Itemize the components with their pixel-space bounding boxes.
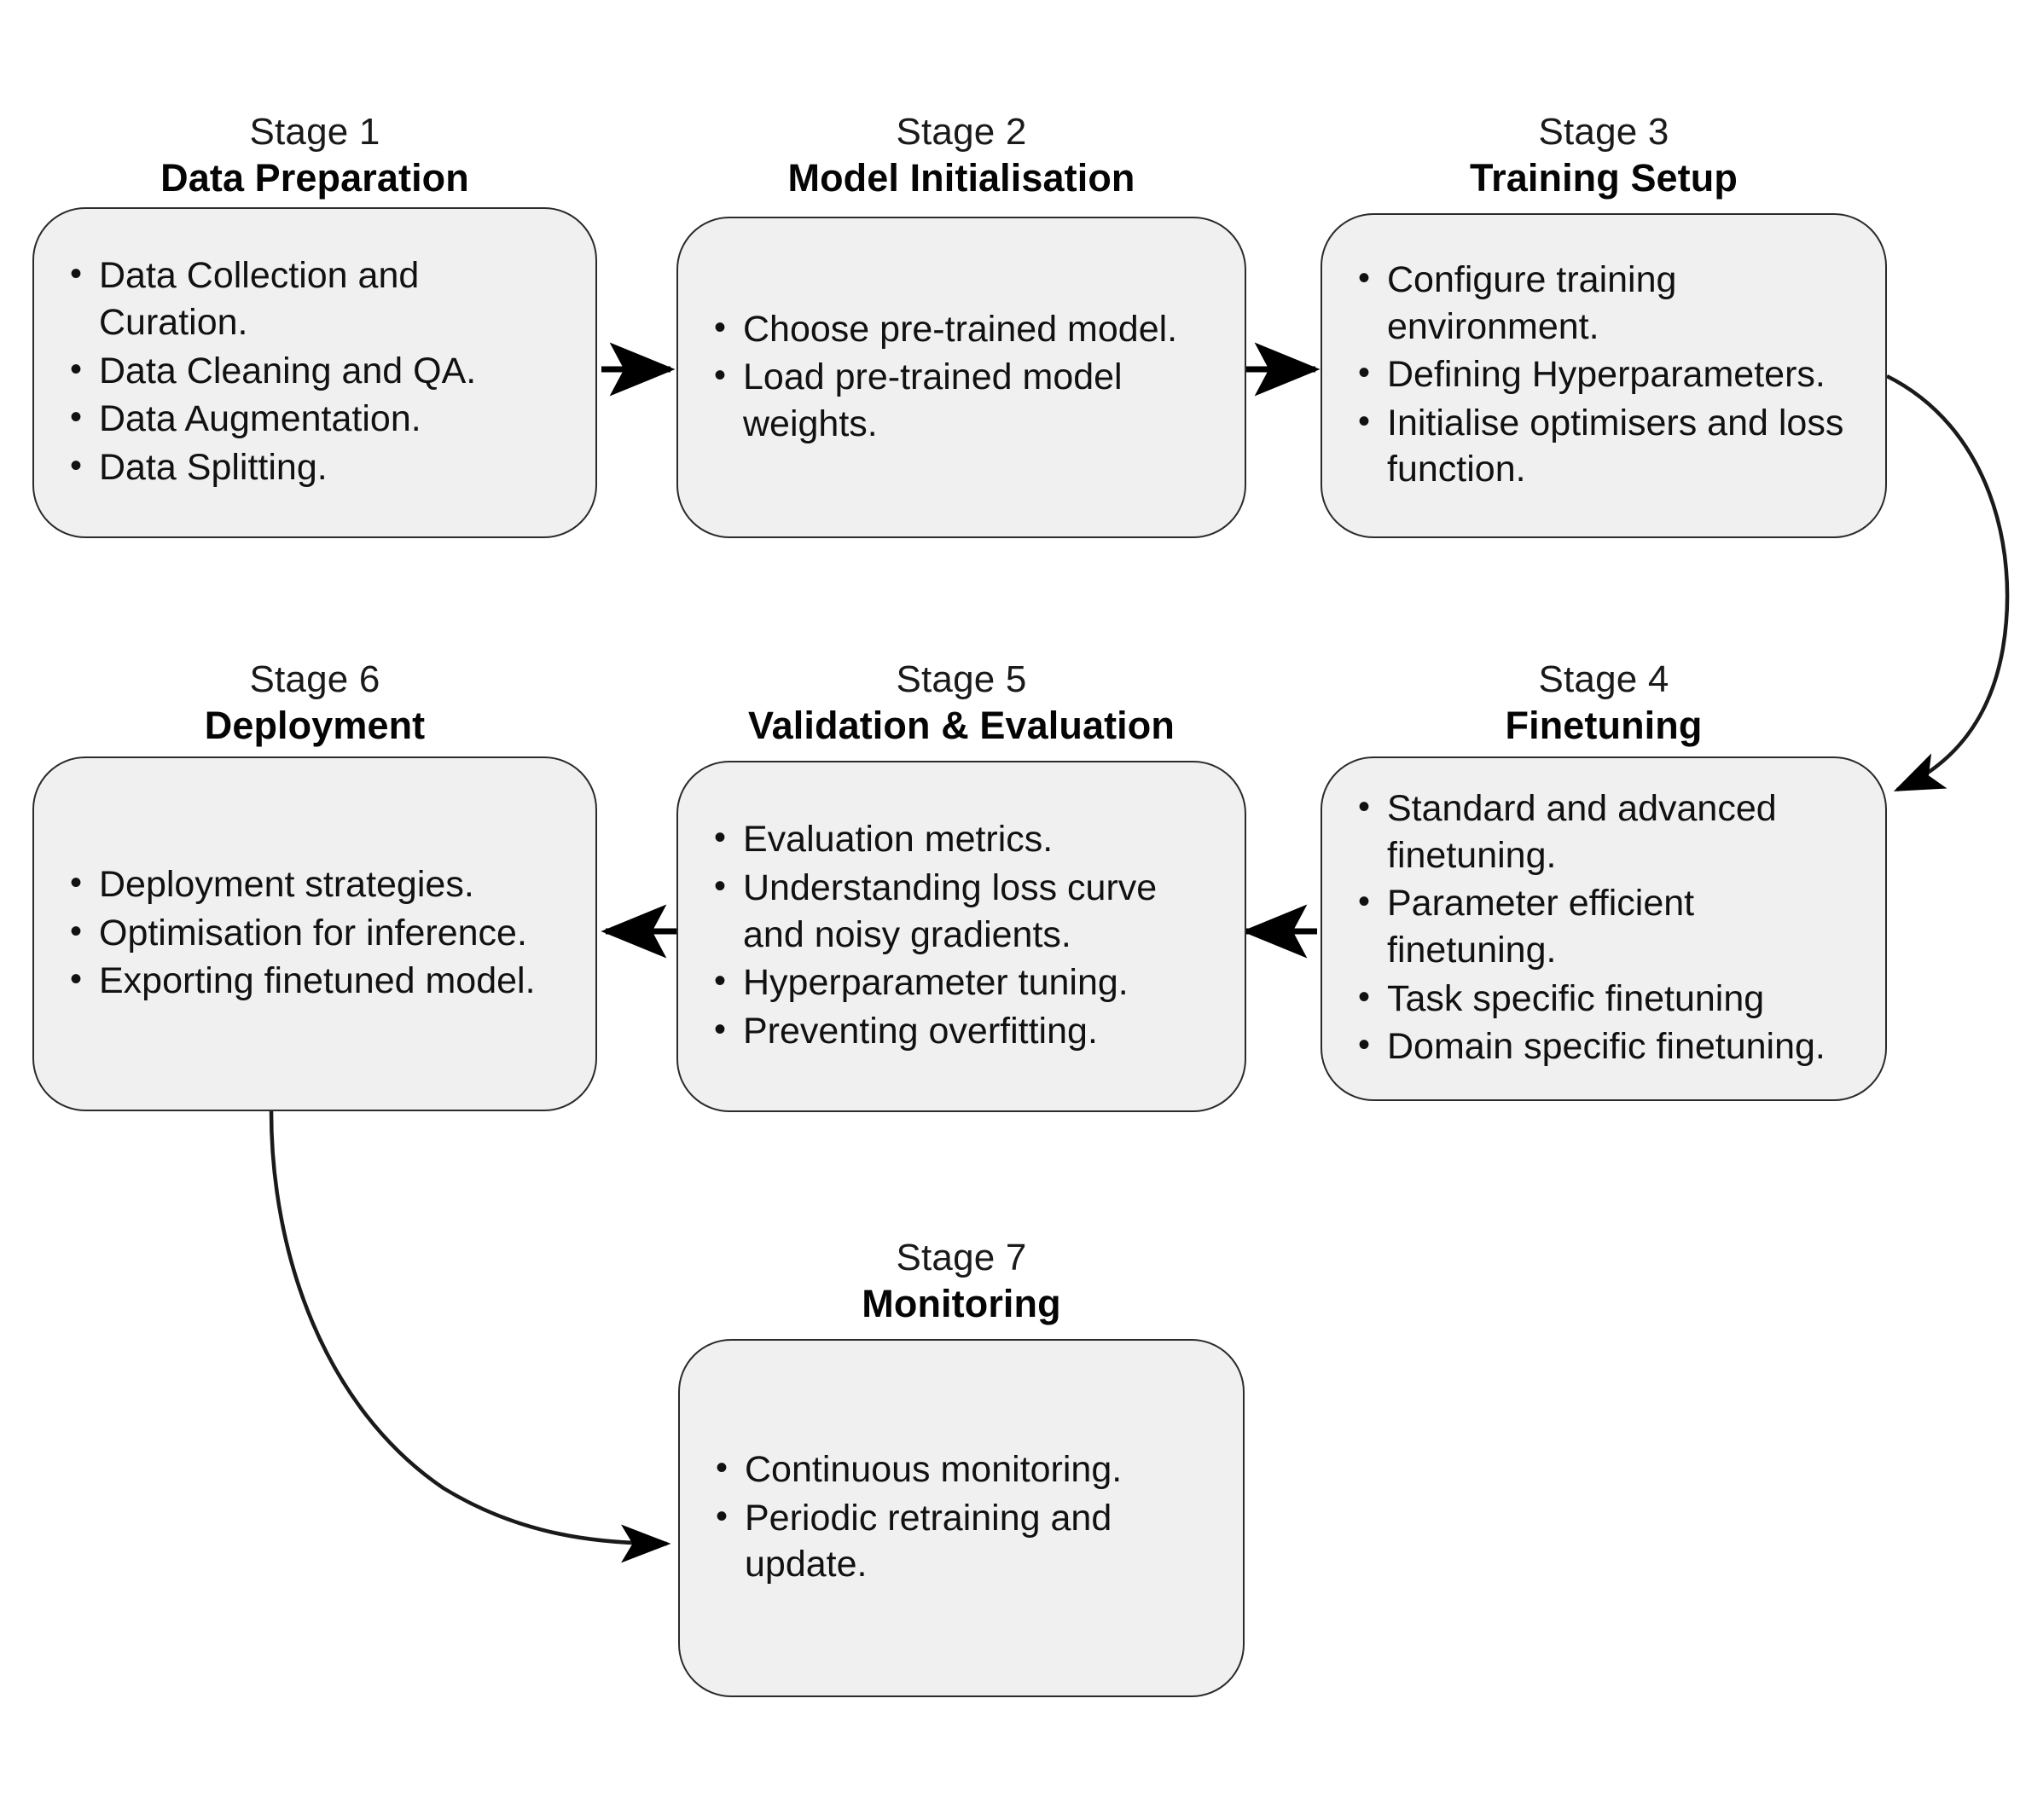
stage-2-bullet-list: Choose pre-trained model. Load pre-train… [678,305,1245,449]
stage-5-bullet-list: Evaluation metrics. Understanding loss c… [678,815,1245,1056]
list-item: Understanding loss curve and noisy gradi… [709,864,1219,958]
stage-7-box[interactable]: Continuous monitoring. Periodic retraini… [678,1339,1245,1697]
stage-1-header: Stage 1 Data Preparation [32,109,597,202]
stage-4-number: Stage 4 [1538,658,1669,700]
list-item: Defining Hyperparameters. [1353,351,1860,398]
stage-4-header: Stage 4 Finetuning [1321,657,1887,750]
list-item: Parameter efficient finetuning. [1353,879,1860,973]
list-item: Choose pre-trained model. [709,305,1219,353]
list-item: Data Collection and Curation. [65,252,570,345]
stage-7-number: Stage 7 [896,1237,1027,1278]
stage-5-number: Stage 5 [896,658,1027,700]
stage-4-bullet-list: Standard and advanced finetuning. Parame… [1322,785,1885,1072]
stage-2-header: Stage 2 Model Initialisation [676,109,1246,202]
list-item: Configure training environment. [1353,256,1860,350]
stage-6-bullet-list: Deployment strategies. Optimisation for … [34,861,595,1006]
stage-4-title: Finetuning [1505,703,1703,747]
stage-4-box[interactable]: Standard and advanced finetuning. Parame… [1321,756,1887,1101]
list-item: Domain specific finetuning. [1353,1023,1860,1070]
list-item: Data Augmentation. [65,395,570,443]
list-item: Data Splitting. [65,443,570,491]
list-item: Evaluation metrics. [709,815,1219,863]
stage-2-title: Model Initialisation [787,155,1135,200]
list-item: Load pre-trained model weights. [709,353,1219,447]
stage-3-number: Stage 3 [1538,111,1669,153]
stage-1-title: Data Preparation [160,155,469,200]
list-item: Optimisation for inference. [65,909,570,957]
stage-3-header: Stage 3 Training Setup [1321,109,1887,202]
stage-2-box[interactable]: Choose pre-trained model. Load pre-train… [676,217,1246,538]
stage-6-box[interactable]: Deployment strategies. Optimisation for … [32,756,597,1111]
list-item: Deployment strategies. [65,861,570,908]
stage-2-number: Stage 2 [896,111,1027,153]
list-item: Hyperparameter tuning. [709,959,1219,1006]
list-item: Exporting finetuned model. [65,957,570,1005]
stage-1-bullet-list: Data Collection and Curation. Data Clean… [34,252,595,492]
stage-5-title: Validation & Evaluation [748,703,1175,747]
stage-1-box[interactable]: Data Collection and Curation. Data Clean… [32,207,597,538]
list-item: Task specific finetuning [1353,975,1860,1023]
arrow-stage3-to-stage4 [1885,374,2010,792]
stage-7-header: Stage 7 Monitoring [678,1235,1245,1328]
list-item: Initialise optimisers and loss function. [1353,399,1860,493]
stage-3-bullet-list: Configure training environment. Defining… [1322,256,1885,495]
arrow-stage6-to-stage7 [269,1110,671,1563]
list-item: Continuous monitoring. [711,1446,1217,1493]
stage-6-header: Stage 6 Deployment [32,657,597,750]
stage-7-bullet-list: Continuous monitoring. Periodic retraini… [680,1446,1243,1590]
stage-3-title: Training Setup [1470,155,1738,200]
list-item: Periodic retraining and update. [711,1494,1217,1588]
stage-1-number: Stage 1 [249,111,380,153]
stage-5-box[interactable]: Evaluation metrics. Understanding loss c… [676,761,1246,1112]
stage-6-number: Stage 6 [249,658,380,700]
stage-7-title: Monitoring [862,1281,1061,1325]
stage-6-title: Deployment [204,703,426,747]
list-item: Data Cleaning and QA. [65,347,570,395]
list-item: Standard and advanced finetuning. [1353,785,1860,878]
stage-5-header: Stage 5 Validation & Evaluation [676,657,1246,750]
stage-3-box[interactable]: Configure training environment. Defining… [1321,213,1887,538]
list-item: Preventing overfitting. [709,1007,1219,1055]
